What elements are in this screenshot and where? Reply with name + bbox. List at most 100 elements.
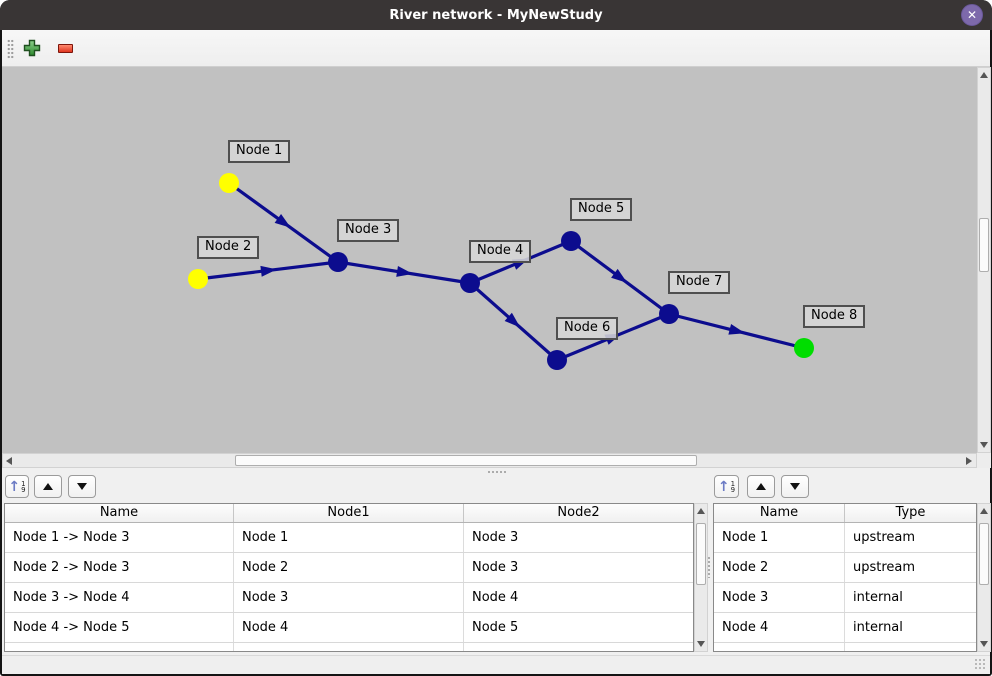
table-cell: upstream <box>853 530 916 545</box>
table-cell: Node 2 <box>714 553 845 582</box>
nodes-move-down-button[interactable] <box>781 475 809 498</box>
table-row[interactable]: Node 1 upstream <box>714 523 976 553</box>
column-header[interactable]: Type <box>895 505 926 520</box>
table-cell: Node 4 <box>472 590 519 605</box>
table-cell <box>234 643 464 651</box>
table-cell: Node 4 <box>714 613 845 642</box>
titlebar: River network - MyNewStudy ✕ <box>0 0 992 30</box>
column-header[interactable]: Name <box>5 504 234 522</box>
scroll-up-icon[interactable] <box>980 72 988 78</box>
nodes-move-up-button[interactable] <box>747 475 775 498</box>
column-header[interactable]: Node2 <box>557 505 600 520</box>
resize-grip-icon[interactable] <box>974 658 986 670</box>
network-node-node-3[interactable] <box>328 252 348 272</box>
triangle-up-icon <box>43 483 53 490</box>
toolbar-grip-handle[interactable] <box>7 39 14 59</box>
node-label-node-5[interactable]: Node 5 <box>570 198 633 221</box>
table-cell <box>714 643 845 651</box>
canvas-vscroll-thumb[interactable] <box>979 218 989 272</box>
node-label-node-2[interactable]: Node 2 <box>197 236 260 259</box>
table-row[interactable]: Node 4 internal <box>714 613 976 643</box>
table-row-partial <box>714 643 976 651</box>
edge-arrow-icon <box>260 265 277 277</box>
triangle-down-icon <box>790 483 800 490</box>
close-icon: ✕ <box>966 8 978 22</box>
branches-table-scrollbar[interactable] <box>694 503 708 652</box>
branches-move-down-button[interactable] <box>68 475 96 498</box>
network-node-node-5[interactable] <box>561 231 581 251</box>
edge-arrow-icon <box>274 213 291 228</box>
node-label-node-6[interactable]: Node 6 <box>556 317 619 340</box>
canvas-vertical-scrollbar[interactable] <box>977 67 991 453</box>
column-header[interactable]: Name <box>714 504 845 522</box>
table-cell: Node 4 -> Node 5 <box>5 613 234 642</box>
edge-arrow-icon <box>611 268 628 283</box>
edge-arrow-icon <box>396 265 413 277</box>
node-label-node-8[interactable]: Node 8 <box>803 305 866 328</box>
scroll-left-icon[interactable] <box>6 457 12 465</box>
node-label-node-7[interactable]: Node 7 <box>668 271 731 294</box>
column-header[interactable]: Node1 <box>234 504 464 522</box>
network-node-node-1[interactable] <box>219 173 239 193</box>
nodes-scroll-thumb[interactable] <box>979 523 989 585</box>
scrollbar-corner <box>977 453 991 468</box>
scroll-right-icon[interactable] <box>966 457 972 465</box>
network-canvas[interactable]: Node 1 Node 2 Node 3 Node 4 Node 5 Node 6 Node… <box>2 67 977 453</box>
remove-node-button[interactable] <box>53 36 77 60</box>
table-cell: Node 1 -> Node 3 <box>5 523 234 552</box>
edge-arrow-icon <box>728 323 746 335</box>
network-node-node-8[interactable] <box>794 338 814 358</box>
network-node-node-6[interactable] <box>547 350 567 370</box>
table-cell: upstream <box>853 560 916 575</box>
table-row[interactable]: Node 2 upstream <box>714 553 976 583</box>
add-node-button[interactable] <box>20 36 44 60</box>
add-icon <box>23 39 41 57</box>
table-cell: internal <box>853 620 903 635</box>
branches-scroll-thumb[interactable] <box>696 523 706 585</box>
network-node-node-2[interactable] <box>188 269 208 289</box>
main-toolbar <box>2 30 990 67</box>
vertical-splitter-handle[interactable] <box>707 556 712 578</box>
table-cell: Node 1 <box>714 523 845 552</box>
horizontal-splitter-handle[interactable] <box>487 470 507 474</box>
table-cell: Node 5 <box>472 620 519 635</box>
canvas-hscroll-thumb[interactable] <box>235 455 697 466</box>
table-cell <box>845 643 976 651</box>
close-button[interactable]: ✕ <box>961 4 983 26</box>
table-header-row: Name Type <box>714 504 976 523</box>
scroll-down-icon[interactable] <box>697 641 705 647</box>
network-node-node-7[interactable] <box>659 304 679 324</box>
network-node-node-4[interactable] <box>460 273 480 293</box>
branches-move-up-button[interactable] <box>34 475 62 498</box>
node-label-node-1[interactable]: Node 1 <box>228 140 291 163</box>
node-label-node-3[interactable]: Node 3 <box>337 219 400 242</box>
nodes-table-scrollbar[interactable] <box>977 503 991 652</box>
table-cell <box>464 643 693 651</box>
canvas-horizontal-scrollbar[interactable] <box>2 453 977 468</box>
scroll-down-icon[interactable] <box>980 442 988 448</box>
table-cell <box>5 643 234 651</box>
scroll-up-icon[interactable] <box>697 508 705 514</box>
scroll-down-icon[interactable] <box>980 641 988 647</box>
node-label-node-4[interactable]: Node 4 <box>469 240 532 263</box>
table-cell: Node 3 <box>472 530 519 545</box>
scroll-up-icon[interactable] <box>980 508 988 514</box>
table-cell: Node 3 <box>472 560 519 575</box>
table-row-partial <box>5 643 693 651</box>
table-cell: Node 2 <box>234 553 464 582</box>
triangle-up-icon <box>756 483 766 490</box>
table-cell: Node 1 <box>234 523 464 552</box>
